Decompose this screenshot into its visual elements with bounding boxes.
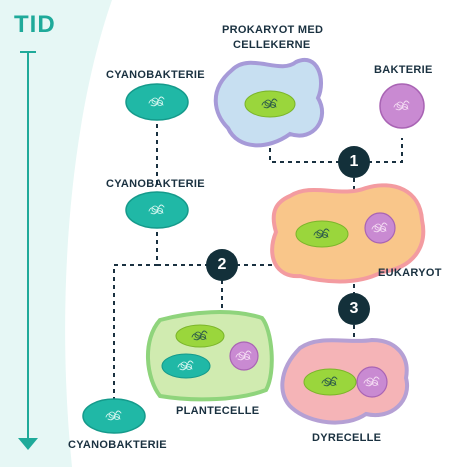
prokaryote-cell xyxy=(213,58,325,148)
step-badge-1: 1 xyxy=(338,146,370,178)
time-arrow xyxy=(18,51,38,450)
time-label: TID xyxy=(14,11,56,38)
connector-lines xyxy=(113,124,403,408)
bacterium-label: BAKTERIE xyxy=(374,64,433,76)
cyanobacterium-top xyxy=(125,83,189,121)
plant-cell xyxy=(146,310,274,402)
time-band xyxy=(0,0,112,467)
cyanobacterium-bottom xyxy=(82,398,146,434)
prokaryote-label-line1: PROKARYOT MED xyxy=(222,24,324,36)
plant-cell-label: PLANTECELLE xyxy=(176,405,260,417)
animal-cell xyxy=(280,337,410,425)
animal-cell-label: DYRECELLE xyxy=(312,432,382,444)
step-badge-3: 3 xyxy=(338,293,370,325)
cyanobacterium-top-label: CYANOBAKTERIE xyxy=(106,69,205,81)
eukaryote-label: EUKARYOT xyxy=(378,267,442,279)
prokaryote-label-line2: CELLEKERNE xyxy=(233,39,311,51)
bacterium-cell xyxy=(379,83,425,129)
cyanobacterium-bottom-label: CYANOBAKTERIE xyxy=(68,439,167,451)
cyanobacterium-middle-label: CYANOBAKTERIE xyxy=(106,178,205,190)
step-badge-2: 2 xyxy=(206,249,238,281)
eukaryote-cell xyxy=(270,183,426,284)
cyanobacterium-middle xyxy=(125,191,189,229)
